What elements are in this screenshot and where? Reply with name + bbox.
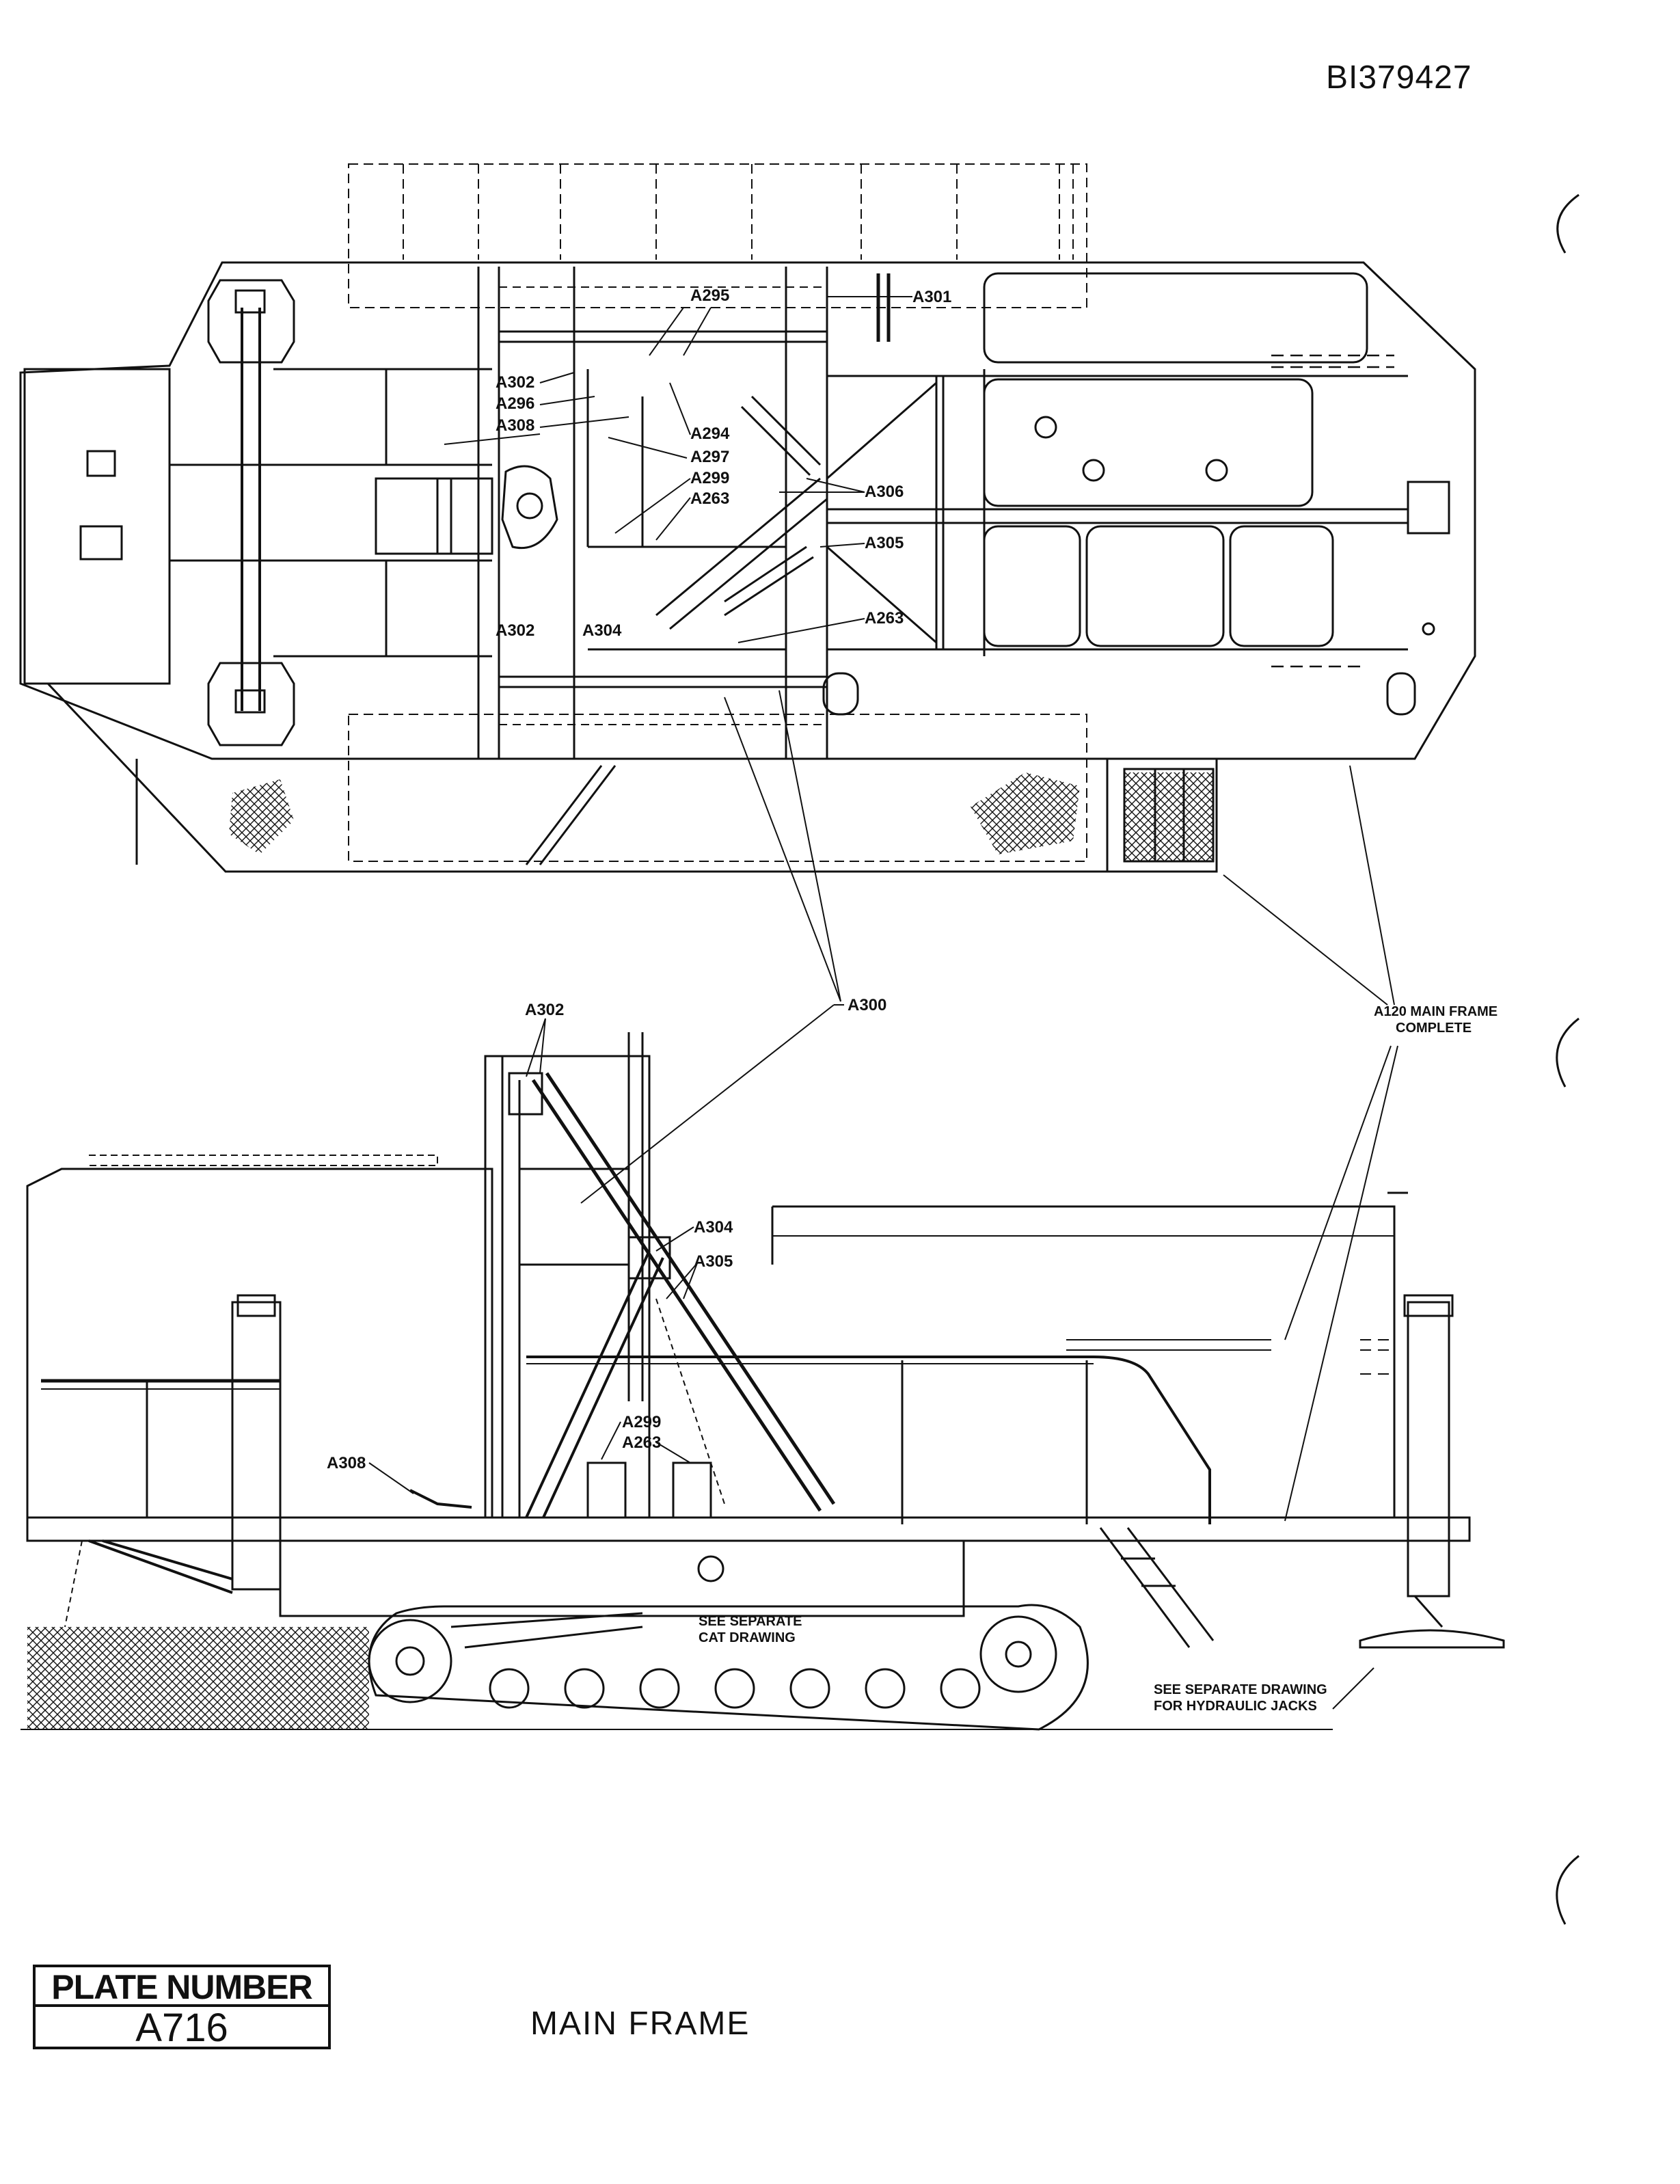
side-view-leaders <box>368 1004 1398 1710</box>
callout-a306: A306 <box>865 483 904 501</box>
callout-side-a300: A300 <box>848 996 886 1014</box>
note-cat-drawing-2: CAT DRAWING <box>699 1630 796 1645</box>
side-view <box>21 1032 1505 1731</box>
callout-a296: A296 <box>496 394 534 413</box>
dashed-boom-outline-bottom <box>348 714 1087 862</box>
callout-side-a263: A263 <box>622 1433 661 1452</box>
cab-box <box>23 368 171 685</box>
sheet-title: MAIN FRAME <box>530 2006 750 2042</box>
callout-a302-upper: A302 <box>496 373 534 392</box>
document-id: BI379427 <box>1326 59 1472 96</box>
cab-profile <box>26 1168 493 1519</box>
callout-side-a305: A305 <box>694 1252 733 1271</box>
callout-a302-lower: A302 <box>496 621 534 640</box>
plate-number-label: PLATE NUMBER <box>36 1967 328 2007</box>
label-main-frame-complete-1: A120 MAIN FRAME <box>1374 1004 1498 1019</box>
callout-a304: A304 <box>582 621 622 640</box>
plate-number-box: PLATE NUMBER A716 <box>33 1965 331 2049</box>
callout-side-a304: A304 <box>694 1218 733 1237</box>
top-view-leaders <box>444 296 1395 1006</box>
callout-side-a302: A302 <box>525 1001 564 1019</box>
callout-a263-upper: A263 <box>690 489 729 508</box>
side-view-callouts: A302 A300 A304 A305 A299 A263 A308 A120 … <box>327 996 1498 1714</box>
note-hydraulic-jacks-2: FOR HYDRAULIC JACKS <box>1154 1699 1317 1714</box>
top-view-callouts: A295 A301 A302 A296 A308 A294 A297 A299 … <box>496 286 951 640</box>
callout-a301: A301 <box>912 288 951 306</box>
callout-a305: A305 <box>865 534 904 552</box>
callout-side-a308: A308 <box>327 1454 366 1472</box>
main-frame-deck <box>26 1516 1471 1542</box>
label-main-frame-complete-2: COMPLETE <box>1396 1021 1472 1036</box>
plate-number-value: A716 <box>135 2006 228 2050</box>
note-hydraulic-jacks-1: SEE SEPARATE DRAWING <box>1154 1682 1327 1697</box>
callout-a308: A308 <box>496 416 534 435</box>
binder-hole-marks <box>1556 193 1580 1925</box>
callout-a299: A299 <box>690 469 729 487</box>
dashed-boom-outline-top <box>348 163 1087 308</box>
top-view <box>19 163 1476 873</box>
callout-side-a299: A299 <box>622 1413 661 1431</box>
callout-a294: A294 <box>690 424 730 443</box>
callout-a297: A297 <box>690 448 729 466</box>
callout-a263-lower: A263 <box>865 609 904 628</box>
callout-a295: A295 <box>690 286 729 305</box>
note-cat-drawing-1: SEE SEPARATE <box>699 1614 802 1629</box>
deck-outline <box>19 261 1476 760</box>
